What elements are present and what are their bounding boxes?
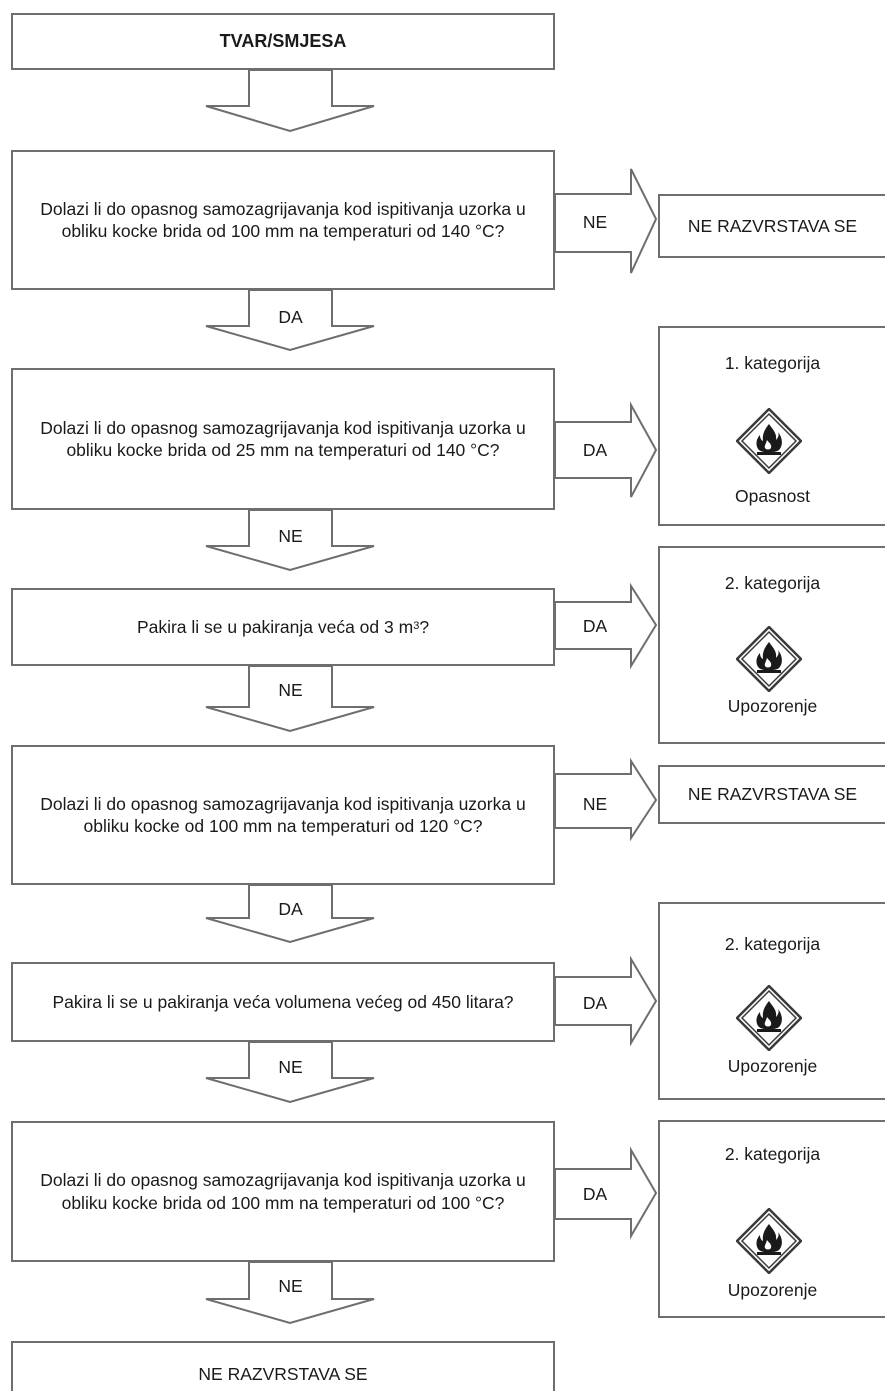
- category-2-c-signal-word: Upozorenje: [727, 1280, 818, 1300]
- down-arrow-q4-yes: [205, 884, 375, 944]
- down-arrow-q2-no: [205, 509, 375, 572]
- flame-pictogram-icon: [735, 625, 803, 697]
- right-arrow-q4-no: [554, 757, 658, 842]
- label-q1-no: NE: [582, 212, 608, 232]
- category-2-c-label: 2. kategorija: [724, 1144, 821, 1164]
- label-q2-no: NE: [278, 526, 303, 546]
- down-arrow-q6-no: [205, 1261, 375, 1325]
- result-category-2-c: 2. kategorija Upozorenje: [658, 1120, 885, 1318]
- down-arrow-q3-no: [205, 665, 375, 733]
- result-not-classified-2: NE RAZVRSTAVA SE: [658, 765, 885, 824]
- down-arrow-q1-yes: [205, 289, 375, 352]
- right-arrow-q2-yes: [554, 401, 658, 498]
- down-arrow-q5-no: [205, 1041, 375, 1104]
- start-node: TVAR/SMJESA: [11, 13, 555, 70]
- down-arrow-start: [205, 69, 375, 133]
- question-2: Dolazi li do opasnog samozagrijavanja ko…: [11, 368, 555, 510]
- label-q5-no: NE: [278, 1057, 303, 1077]
- label-q6-yes: DA: [582, 1184, 608, 1204]
- question-1: Dolazi li do opasnog samozagrijavanja ko…: [11, 150, 555, 290]
- question-3-superscript: 3: [413, 620, 420, 633]
- question-3-text: Pakira li se u pakiranja veća od 3 m: [136, 616, 414, 637]
- question-4: Dolazi li do opasnog samozagrijavanja ko…: [11, 745, 555, 885]
- category-1-signal-word: Opasnost: [735, 486, 810, 506]
- result-not-classified-2-text: NE RAZVRSTAVA SE: [687, 784, 858, 804]
- flame-pictogram-icon: [735, 407, 803, 479]
- question-5: Pakira li se u pakiranja veća volumena v…: [11, 962, 555, 1042]
- label-q1-yes: DA: [278, 307, 303, 327]
- right-arrow-q5-yes-shape: [554, 955, 658, 1047]
- category-2-a-signal-word: Upozorenje: [727, 696, 818, 716]
- flame-pictogram-icon: [735, 1207, 803, 1279]
- category-2-a-label: 2. kategorija: [724, 573, 821, 593]
- question-3-suffix: ?: [419, 616, 430, 637]
- label-q3-yes: DA: [582, 616, 608, 636]
- result-category-2-a: 2. kategorija Upozorenje: [658, 546, 885, 744]
- label-q2-yes: DA: [582, 440, 608, 460]
- result-not-classified-1: NE RAZVRSTAVA SE: [658, 194, 885, 258]
- label-q6-no: NE: [278, 1276, 303, 1296]
- right-arrow-q3-yes: [554, 582, 658, 670]
- question-6: Dolazi li do opasnog samozagrijavanja ko…: [11, 1121, 555, 1262]
- category-2-b-signal-word: Upozorenje: [727, 1056, 818, 1076]
- right-arrow-q1-no: [554, 168, 658, 274]
- flame-pictogram-icon: [735, 984, 803, 1056]
- result-category-2-b: 2. kategorija Upozorenje: [658, 902, 885, 1100]
- right-arrow-q6-yes: [554, 1146, 658, 1240]
- label-q5-yes: DA: [582, 993, 608, 1013]
- label-q4-no: NE: [582, 794, 608, 814]
- category-2-b-label: 2. kategorija: [724, 934, 821, 954]
- category-1-label: 1. kategorija: [724, 353, 821, 373]
- result-category-1: 1. kategorija Opasnost: [658, 326, 885, 526]
- label-q3-no: NE: [278, 680, 303, 700]
- final-not-classified: NE RAZVRSTAVA SE: [11, 1341, 555, 1391]
- result-not-classified-1-text: NE RAZVRSTAVA SE: [687, 215, 858, 236]
- label-q4-yes: DA: [278, 899, 303, 919]
